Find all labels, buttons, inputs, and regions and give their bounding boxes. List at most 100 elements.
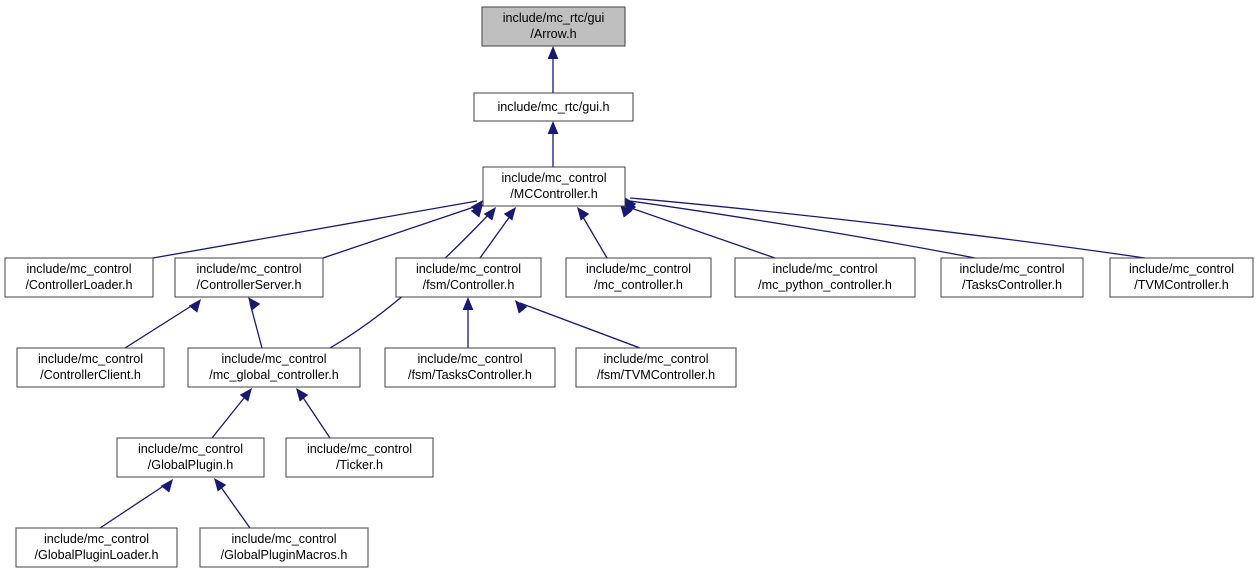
node-box[interactable] <box>565 257 712 298</box>
graph-node-mccontroller[interactable]: include/mc_control/MCController.h <box>482 166 626 207</box>
edge-line <box>124 302 197 349</box>
graph-edge <box>214 478 251 529</box>
edge-line <box>299 392 331 439</box>
edge-arrowhead <box>470 204 483 218</box>
graph-edge <box>99 479 173 529</box>
node-box[interactable] <box>473 92 634 122</box>
node-box[interactable] <box>15 527 178 568</box>
node-box[interactable] <box>4 257 154 298</box>
node-label-line1: include/mc_control <box>1129 262 1234 276</box>
node-label-line1: include/mc_control <box>960 262 1065 276</box>
node-label-line2: /fsm/Controller.h <box>423 278 515 292</box>
node-label-line2: /mc_controller.h <box>594 278 683 292</box>
graph-node-globalplugin[interactable]: include/mc_control/GlobalPlugin.h <box>116 437 265 478</box>
node-label-line2: /GlobalPlugin.h <box>148 458 233 472</box>
graph-edge <box>479 207 516 259</box>
graph-node-fsmtvmcontroller[interactable]: include/mc_control/fsm/TVMController.h <box>575 347 737 388</box>
graph-node-mc_global_controller[interactable]: include/mc_control/mc_global_controller.… <box>187 347 361 388</box>
graph-node-globalpluginmacros[interactable]: include/mc_control/GlobalPluginMacros.h <box>199 527 369 568</box>
node-label-line1: include/mc_rtc/gui.h <box>498 100 610 114</box>
graph-edge <box>462 297 474 348</box>
node-box[interactable] <box>482 166 626 207</box>
node-label-line1: include/mc_control <box>197 262 302 276</box>
node-label-line1: include/mc_control <box>502 171 607 185</box>
edge-arrowhead <box>462 297 474 310</box>
node-label-line2: /mc_global_controller.h <box>209 368 339 382</box>
edge-line <box>152 200 478 259</box>
edge-arrowhead <box>188 299 201 313</box>
graph-edge <box>296 388 331 439</box>
node-box[interactable] <box>116 437 265 478</box>
node-label-line2: /GlobalPluginMacros.h <box>221 548 348 562</box>
graph-edge <box>577 207 608 259</box>
graph-node-controllerclient[interactable]: include/mc_control/ControllerClient.h <box>16 347 165 388</box>
graph-edge <box>211 388 252 439</box>
node-box[interactable] <box>940 257 1084 298</box>
graph-node-tvmcontroller[interactable]: include/mc_control/TVMController.h <box>1109 257 1254 298</box>
edge-arrowhead <box>515 300 528 314</box>
edge-line <box>249 302 263 349</box>
node-label-line2: /TVMController.h <box>1134 278 1228 292</box>
node-label-line1: include/mc_control <box>138 442 243 456</box>
node-label-line2: /fsm/TasksController.h <box>408 368 532 382</box>
edge-arrowhead <box>577 207 590 221</box>
edge-arrowhead <box>620 204 633 218</box>
node-box[interactable] <box>575 347 737 388</box>
node-label-line1: include/mc_control <box>773 262 878 276</box>
node-label-line2: /TasksController.h <box>962 278 1062 292</box>
node-label-line1: include/mc_control <box>27 262 132 276</box>
graph-node-controllerloader[interactable]: include/mc_control/ControllerLoader.h <box>4 257 154 298</box>
edge-arrowhead <box>547 121 559 134</box>
graph-node-gui[interactable]: include/mc_rtc/gui.h <box>473 92 634 122</box>
node-label-line2: /GlobalPluginLoader.h <box>35 548 159 562</box>
graph-node-mc_controller[interactable]: include/mc_control/mc_controller.h <box>565 257 712 298</box>
node-box[interactable] <box>187 347 361 388</box>
graph-edge <box>515 300 641 349</box>
graph-node-globalpluginloader[interactable]: include/mc_control/GlobalPluginLoader.h <box>15 527 178 568</box>
edge-arrowhead <box>547 46 559 59</box>
edge-line <box>629 197 1146 259</box>
graph-edge <box>547 46 559 93</box>
node-label-line1: include/mc_control <box>418 352 523 366</box>
graph-edge <box>620 204 776 259</box>
graph-node-taskscontroller[interactable]: include/mc_control/TasksController.h <box>940 257 1084 298</box>
graph-edge <box>152 200 483 259</box>
edge-line <box>519 302 641 349</box>
edge-line <box>217 482 251 529</box>
node-box[interactable] <box>1109 257 1254 298</box>
edge-arrowhead <box>239 388 252 402</box>
node-box[interactable] <box>734 257 916 298</box>
node-box[interactable] <box>384 347 556 388</box>
node-box-highlighted[interactable] <box>481 6 626 47</box>
node-label-line1: include/mc_control <box>232 532 337 546</box>
graph-node-controllerserver[interactable]: include/mc_control/ControllerServer.h <box>174 257 324 298</box>
node-label-line1: include/mc_control <box>222 352 327 366</box>
graph-node-fsmtaskscontroller[interactable]: include/mc_control/fsm/TasksController.h <box>384 347 556 388</box>
node-label-line2: /mc_python_controller.h <box>758 278 892 292</box>
graph-node-fsmcontroller[interactable]: include/mc_control/fsm/Controller.h <box>395 257 542 298</box>
node-label-line1: include/mc_control <box>586 262 691 276</box>
node-box[interactable] <box>16 347 165 388</box>
edge-line <box>629 200 976 259</box>
node-label-line1: include/mc_control <box>416 262 521 276</box>
graph-node-ticker[interactable]: include/mc_control/Ticker.h <box>285 437 434 478</box>
node-label-line2: /ControllerServer.h <box>197 278 302 292</box>
edge-line <box>99 482 169 529</box>
node-label-line2: /ControllerLoader.h <box>25 278 132 292</box>
node-label-line2: /Arrow.h <box>530 27 576 41</box>
node-label-line2: /ControllerClient.h <box>40 368 141 382</box>
graph-edge <box>248 297 263 349</box>
node-box[interactable] <box>285 437 434 478</box>
node-box[interactable] <box>199 527 369 568</box>
graph-node-arrow[interactable]: include/mc_rtc/gui/Arrow.h <box>481 6 626 47</box>
edge-arrowhead <box>160 479 173 493</box>
edge-line <box>479 211 514 259</box>
node-box[interactable] <box>395 257 542 298</box>
graph-edge <box>124 299 201 349</box>
node-label-line2: /Ticker.h <box>336 458 383 472</box>
graph-edge <box>624 200 976 259</box>
graph-node-mc_python_controller[interactable]: include/mc_control/mc_python_controller.… <box>734 257 916 298</box>
node-box[interactable] <box>174 257 324 298</box>
